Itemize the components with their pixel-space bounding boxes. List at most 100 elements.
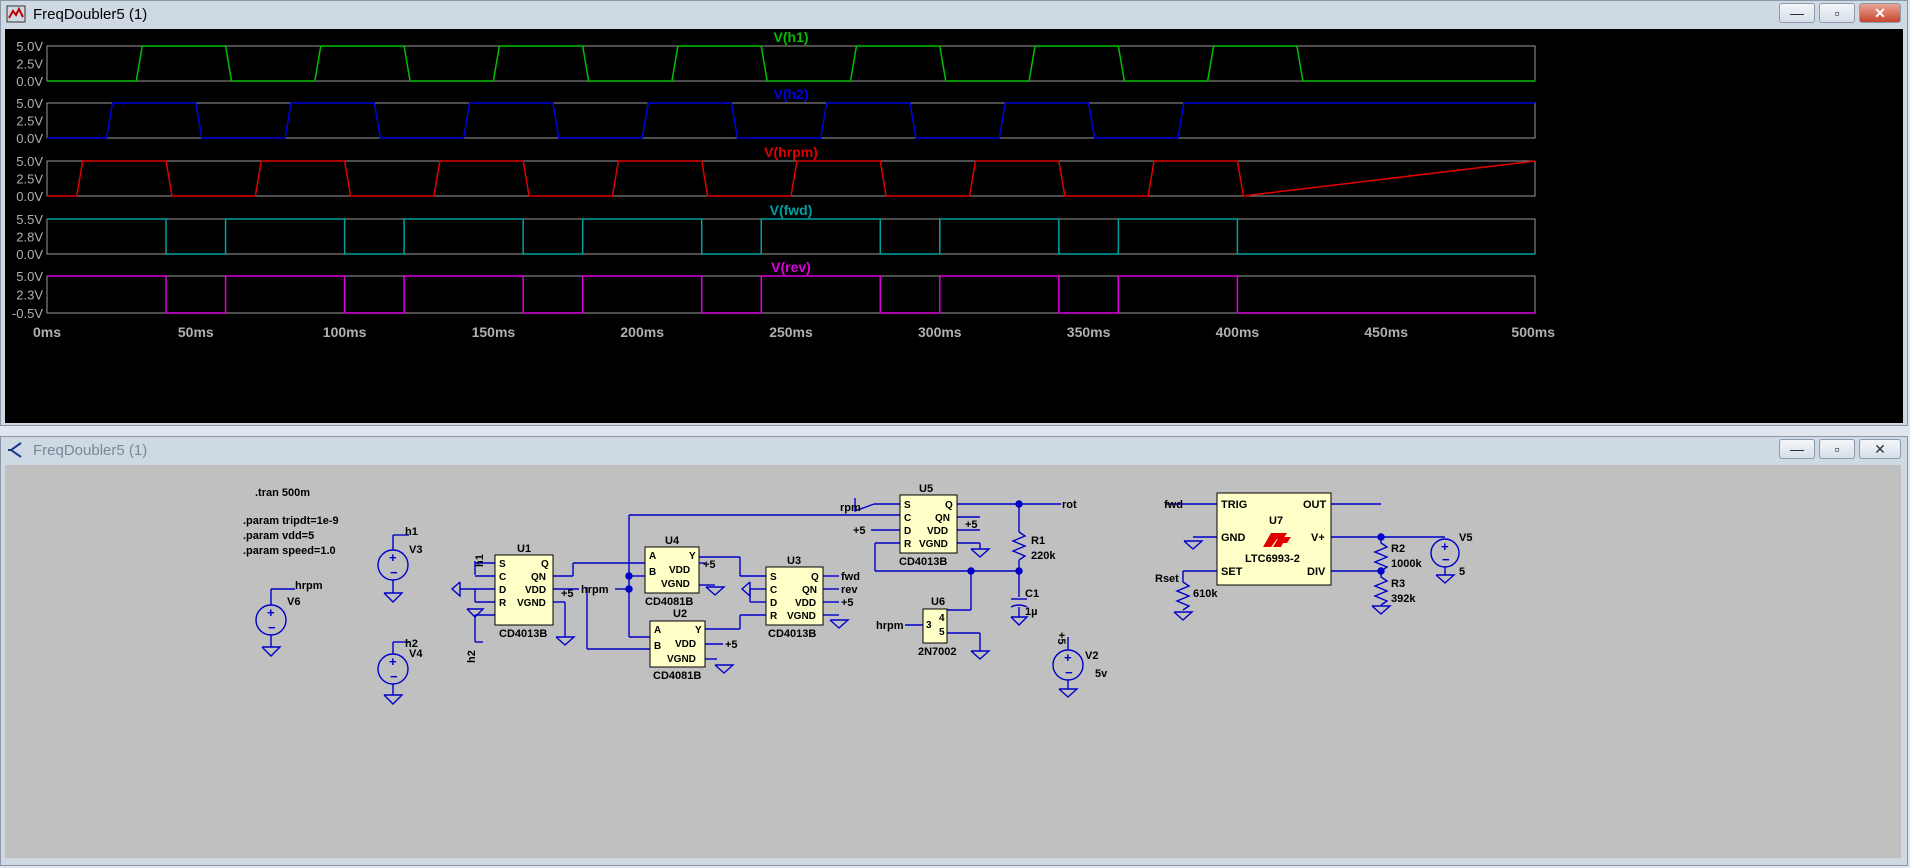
hrpm-net-label-3[interactable]: hrpm bbox=[876, 620, 904, 632]
directive-tran[interactable]: .tran 500m bbox=[255, 487, 310, 499]
fwd-net-label-2[interactable]: fwd bbox=[1164, 499, 1183, 511]
u6-label[interactable]: U6 bbox=[931, 596, 945, 608]
u2-pin-vdd: VDD bbox=[675, 639, 696, 650]
trace-4[interactable]: 5.0V2.3V-0.5VV(rev) bbox=[12, 259, 1536, 321]
r3-label[interactable]: R3 bbox=[1391, 578, 1405, 590]
h2-net-label[interactable]: h2 bbox=[405, 638, 418, 650]
u5-label[interactable]: U5 bbox=[919, 483, 933, 495]
trace-waveform bbox=[47, 102, 1535, 139]
u1-label[interactable]: U1 bbox=[517, 543, 531, 555]
trace-2[interactable]: 5.0V2.5V0.0VV(hrpm) bbox=[16, 144, 1536, 204]
directive-tripdt[interactable]: .param tripdt=1e-9 bbox=[243, 515, 339, 527]
svg-text:+: + bbox=[1441, 539, 1449, 554]
u7-part-label: LTC6993-2 bbox=[1245, 553, 1300, 565]
v6-label[interactable]: V6 bbox=[287, 596, 300, 608]
fwd-net-label[interactable]: fwd bbox=[841, 571, 860, 583]
u6-pin-5: 5 bbox=[939, 627, 945, 638]
waveform-maximize-button[interactable]: ▫ bbox=[1819, 3, 1855, 23]
svg-text:+: + bbox=[1064, 650, 1072, 665]
u3-part-label: CD4013B bbox=[768, 628, 816, 640]
rot-net-label[interactable]: rot bbox=[1062, 499, 1077, 511]
schematic-titlebar[interactable]: FreqDoubler5 (1) — ▫ ✕ bbox=[1, 437, 1907, 463]
schematic-window-title: FreqDoubler5 (1) bbox=[33, 441, 148, 459]
trace-title[interactable]: V(h2) bbox=[774, 86, 809, 102]
u3-pin-qn: QN bbox=[802, 585, 817, 596]
schematic-drawing[interactable]: .tran 500m .param tripdt=1e-9 .param vdd… bbox=[5, 465, 1901, 853]
trace-0[interactable]: 5.0V2.5V0.0VV(h1) bbox=[16, 29, 1536, 89]
r1-value[interactable]: 220k bbox=[1031, 550, 1056, 562]
u5-body[interactable] bbox=[899, 494, 958, 554]
v3-label[interactable]: V3 bbox=[409, 544, 422, 556]
trace-title[interactable]: V(h1) bbox=[774, 29, 809, 45]
trace-3[interactable]: 5.5V2.8V0.0VV(fwd) bbox=[16, 202, 1536, 262]
x-tick-label: 150ms bbox=[472, 324, 516, 340]
u6-body[interactable] bbox=[922, 608, 948, 644]
trace-title[interactable]: V(rev) bbox=[771, 259, 811, 275]
x-tick-label: 450ms bbox=[1364, 324, 1408, 340]
waveform-plot[interactable]: 5.0V2.5V0.0VV(h1)5.0V2.5V0.0VV(h2)5.0V2.… bbox=[5, 29, 1903, 423]
schematic-canvas[interactable]: .tran 500m .param tripdt=1e-9 .param vdd… bbox=[5, 465, 1901, 858]
c1-value[interactable]: 1µ bbox=[1025, 606, 1037, 618]
v2-value[interactable]: 5v bbox=[1095, 668, 1108, 680]
r2-value[interactable]: 1000k bbox=[1391, 558, 1422, 570]
y-tick-label: 5.0V bbox=[16, 96, 43, 111]
waveform-close-button[interactable]: ✕ bbox=[1859, 3, 1901, 23]
v2-label[interactable]: V2 bbox=[1085, 650, 1098, 662]
u5-pin-vdd: VDD bbox=[927, 526, 948, 537]
hrpm-net-label[interactable]: hrpm bbox=[295, 580, 323, 592]
waveform-titlebar[interactable]: FreqDoubler5 (1) — ▫ ✕ bbox=[1, 1, 1907, 27]
u7-pin-gnd: GND bbox=[1221, 532, 1246, 544]
x-tick-label: 300ms bbox=[918, 324, 962, 340]
y-tick-label: 0.0V bbox=[16, 74, 43, 89]
directive-vdd[interactable]: .param vdd=5 bbox=[243, 530, 314, 542]
h1-net-label[interactable]: h1 bbox=[405, 526, 418, 538]
schematic-minimize-button[interactable]: — bbox=[1779, 439, 1815, 459]
v4-label[interactable]: V4 bbox=[409, 648, 423, 660]
u3-body[interactable] bbox=[765, 566, 824, 626]
trace-1[interactable]: 5.0V2.5V0.0VV(h2) bbox=[16, 86, 1536, 146]
u3-pin-c: C bbox=[770, 585, 777, 596]
u1-body[interactable] bbox=[494, 554, 554, 626]
u2-pin-y: Y bbox=[695, 625, 702, 636]
schematic-window[interactable]: FreqDoubler5 (1) — ▫ ✕ .tran 500m .param… bbox=[0, 436, 1908, 866]
u1-pin-c: C bbox=[499, 572, 506, 583]
u2-label[interactable]: U2 bbox=[673, 608, 687, 620]
u2-plus5-label: +5 bbox=[725, 639, 738, 651]
u2-body[interactable] bbox=[649, 620, 706, 668]
v5-value[interactable]: 5 bbox=[1459, 566, 1465, 578]
r3-value[interactable]: 392k bbox=[1391, 593, 1416, 605]
trace-title[interactable]: V(fwd) bbox=[770, 202, 813, 218]
y-tick-label: 2.3V bbox=[16, 288, 43, 303]
directive-speed[interactable]: .param speed=1.0 bbox=[243, 545, 336, 557]
u4-label[interactable]: U4 bbox=[665, 535, 680, 547]
u5-pin-r: R bbox=[904, 539, 912, 550]
u4-plus5-label: +5 bbox=[703, 559, 716, 571]
u1-pin-r: R bbox=[499, 598, 507, 609]
rset-label[interactable]: Rset bbox=[1155, 573, 1179, 585]
v5-label[interactable]: V5 bbox=[1459, 532, 1472, 544]
y-tick-label: 0.0V bbox=[16, 131, 43, 146]
c1-label[interactable]: C1 bbox=[1025, 588, 1039, 600]
waveform-minimize-button[interactable]: — bbox=[1779, 3, 1815, 23]
rpm-net-label[interactable]: rpm bbox=[840, 502, 861, 514]
schematic-close-button[interactable]: ✕ bbox=[1859, 439, 1901, 459]
rset-value[interactable]: 610k bbox=[1193, 588, 1218, 600]
u7-pin-out: OUT bbox=[1303, 499, 1327, 511]
rev-net-label[interactable]: rev bbox=[841, 584, 858, 596]
u5-pin-s: S bbox=[904, 500, 911, 511]
u6-pin-4: 4 bbox=[939, 613, 945, 624]
u3-label[interactable]: U3 bbox=[787, 555, 801, 567]
r1-label[interactable]: R1 bbox=[1031, 535, 1045, 547]
hrpm-net-label-2[interactable]: hrpm bbox=[581, 584, 609, 596]
trace-waveform bbox=[47, 45, 1535, 82]
u7-label[interactable]: U7 bbox=[1269, 515, 1283, 527]
schematic-maximize-button[interactable]: ▫ bbox=[1819, 439, 1855, 459]
u2-pin-a: A bbox=[654, 625, 661, 636]
u1-pin-vdd: VDD bbox=[525, 585, 546, 596]
u4-body[interactable] bbox=[644, 546, 700, 594]
r2-label[interactable]: R2 bbox=[1391, 543, 1405, 555]
u5-plus5-label: +5 bbox=[965, 519, 978, 531]
trace-title[interactable]: V(hrpm) bbox=[764, 144, 818, 160]
